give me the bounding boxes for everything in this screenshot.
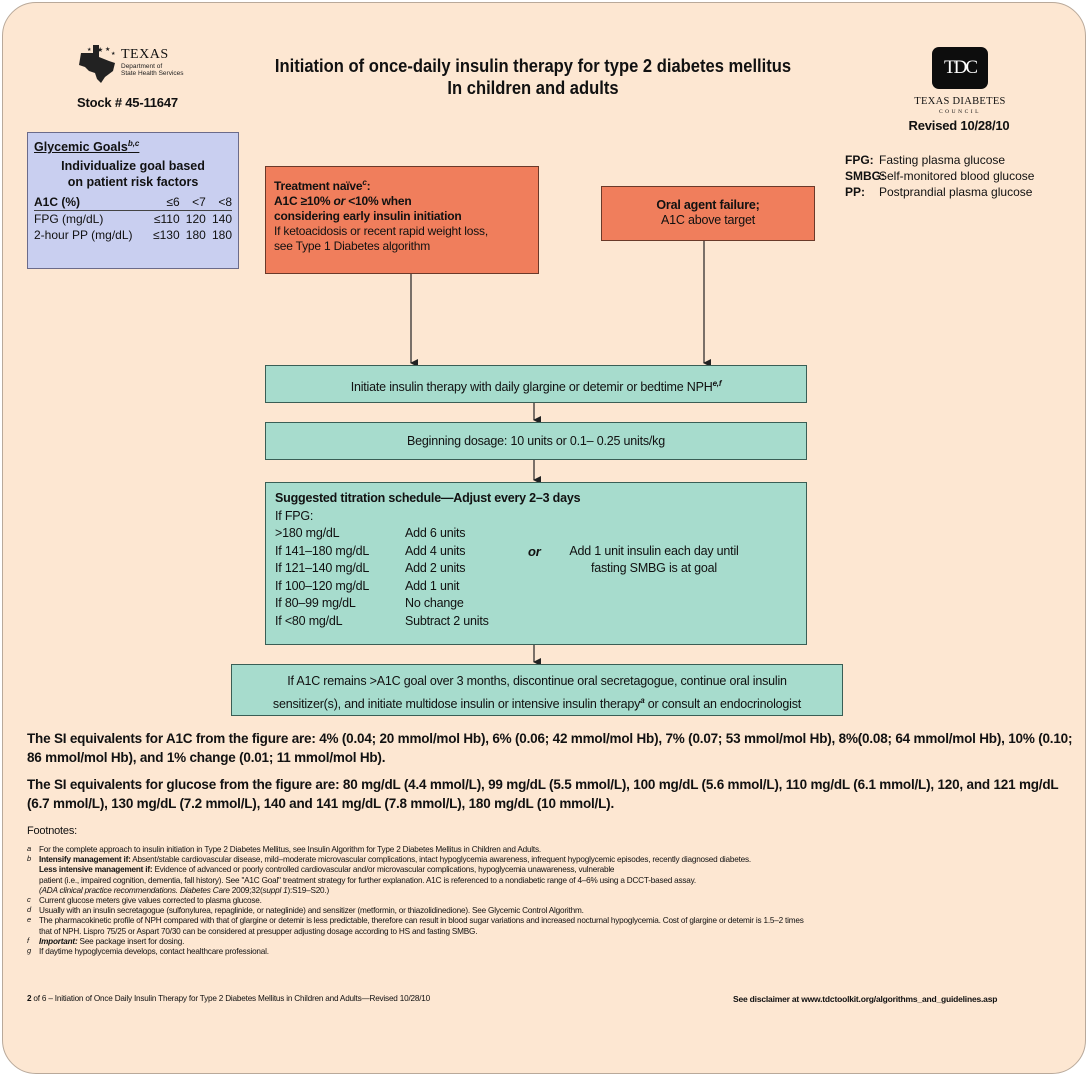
naive-note-2: see Type 1 Diabetes algorithm (274, 239, 431, 253)
final-step-box: If A1C remains >A1C goal over 3 months, … (231, 664, 843, 716)
footer-page-info: 2 of 6 – Initiation of Once Daily Insuli… (27, 994, 431, 1003)
flow-arrows (410, 241, 711, 666)
abbreviation-item: SMBG:Self-monitored blood glucose (845, 169, 1035, 183)
si-glucose-paragraph: The SI equivalents for glucose from the … (27, 777, 1059, 811)
final-line-2: sensitizer(s), and initiate multidose in… (272, 696, 802, 712)
glycemic-goals-box: Glycemic Goalsb,c Individualize goal bas… (27, 132, 239, 269)
svg-text:★: ★ (111, 51, 116, 57)
title-line-2: In children and adults (447, 78, 619, 98)
beginning-dosage-box: Beginning dosage: 10 units or 0.1– 0.25 … (265, 422, 807, 460)
texas-logo-word: TEXAS (121, 47, 169, 62)
footnote-b-cont: patient (i.e., impaired cognition, demen… (39, 875, 696, 885)
footnotes-heading: Footnotes: (27, 825, 77, 837)
si-a1c-paragraph: The SI equivalents for A1C from the figu… (27, 731, 1073, 765)
table-row: 2-hour PP (mg/dL) ≤130 180 180 (34, 228, 232, 243)
abbreviation-legend: FPG:Fasting plasma glucose SMBG:Self-mon… (845, 152, 1034, 200)
titration-heading: Suggested titration schedule—Adjust ever… (275, 491, 581, 505)
abbreviation-item: FPG:Fasting plasma glucose (845, 153, 1006, 167)
stock-number: Stock # 45-11647 (77, 95, 178, 110)
naive-criteria: A1C ≥10% or <10% when (274, 194, 412, 208)
glycemic-goals-subtitle: Individualize goal based on patient risk… (61, 159, 205, 190)
tdc-council: COUNCIL (939, 109, 981, 115)
treatment-naive-box: Treatment naïvec: A1C ≥10% or <10% when … (265, 166, 539, 274)
glycemic-goals-title: Glycemic Goalsb,c (34, 139, 140, 155)
revised-date: Revised 10/28/10 (908, 118, 1010, 133)
oral-subtitle: A1C above target (660, 213, 756, 227)
naive-criteria-2: considering early insulin initiation (274, 209, 462, 223)
svg-text:★: ★ (97, 46, 103, 54)
footnote-b-ref: (ADA clinical practice recommendations. … (39, 885, 330, 895)
table-row: FPG (mg/dL) ≤110 120 140 (34, 212, 232, 227)
titration-alternative: Add 1 unit insulin each day until fastin… (569, 544, 739, 575)
footnote-b-less: Less intensive management if: Evidence o… (39, 865, 615, 875)
page-title: Initiation of once-daily insulin therapy… (257, 55, 809, 99)
tdc-name: TEXAS DIABETES (914, 96, 1006, 107)
initiate-insulin-box: Initiate insulin therapy with daily glar… (265, 365, 807, 403)
footer-disclaimer-link[interactable]: See disclaimer at www.tdctoolkit.org/alg… (733, 994, 998, 1004)
titration-schedule-box: Suggested titration schedule—Adjust ever… (265, 482, 807, 645)
svg-text:★: ★ (87, 47, 92, 53)
svg-text:★: ★ (105, 46, 110, 53)
tdc-logo: TDC (932, 47, 988, 89)
oral-agent-failure-box: Oral agent failure; A1C above target (601, 186, 815, 241)
title-line-1: Initiation of once-daily insulin therapy… (274, 56, 792, 76)
table-header-row: A1C (%) ≤6 <7 <8 (34, 194, 232, 212)
footnote-e-cont: that of NPH. Lispro 75/25 or Aspart 70/3… (39, 926, 478, 936)
final-line-1: If A1C remains >A1C goal over 3 months, … (287, 674, 787, 688)
oral-title: Oral agent failure; (656, 198, 760, 212)
texas-dshs-logo: ★ ★ ★ ★ TEXAS Department of State Health… (75, 41, 195, 89)
texas-logo-dept: Department of State Health Services (121, 63, 184, 77)
titration-or: or (528, 544, 541, 559)
glycemic-goals-table: A1C (%) ≤6 <7 <8 FPG (mg/dL) ≤110 120 14… (34, 194, 232, 243)
naive-note-1: If ketoacidosis or recent rapid weight l… (274, 224, 488, 238)
texas-map-icon: ★ ★ ★ ★ (79, 45, 116, 83)
naive-title: Treatment naïvec: (274, 178, 371, 193)
titration-if-fpg: If FPG: (275, 508, 314, 523)
abbreviation-item: PP:Postprandial plasma glucose (845, 185, 1033, 199)
